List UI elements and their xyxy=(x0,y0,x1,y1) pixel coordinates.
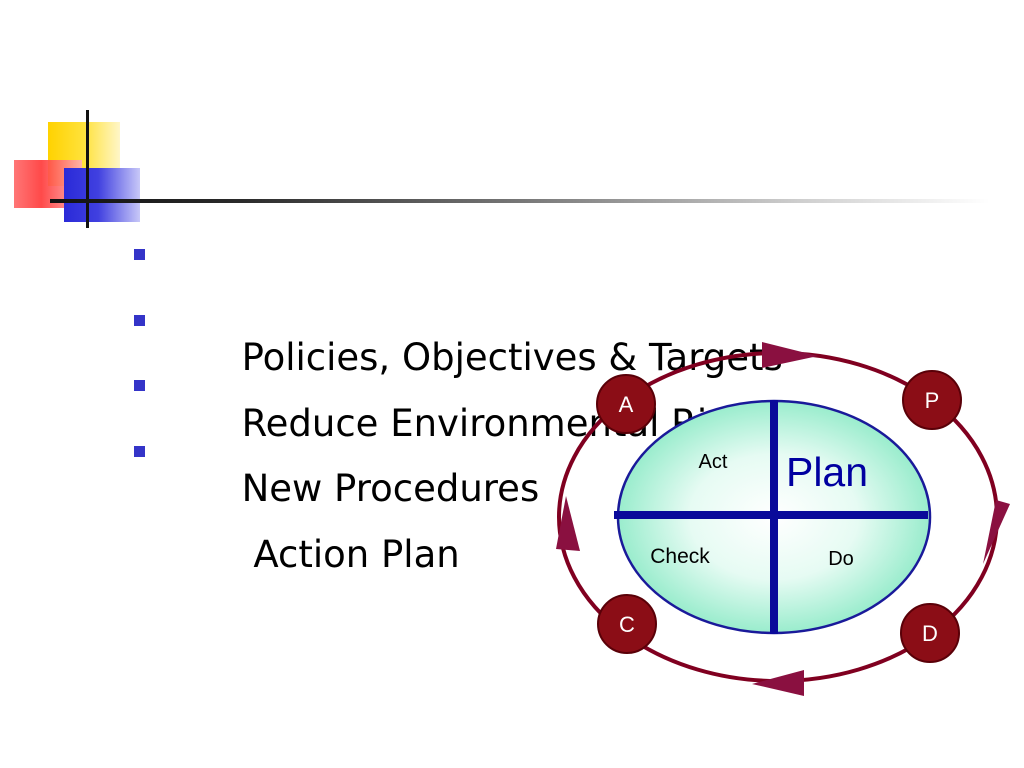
arrow-down-icon xyxy=(983,500,1010,564)
node-d-label: D xyxy=(922,621,938,646)
cross-horizontal-bar xyxy=(614,511,928,519)
node-c-circle xyxy=(597,594,657,654)
node-d-circle xyxy=(900,603,960,663)
bullet-square-icon xyxy=(134,314,145,326)
decor-vertical-line xyxy=(86,110,89,228)
arrow-right-icon xyxy=(762,342,818,368)
node-p-label: P xyxy=(925,388,940,413)
bullet-square-icon xyxy=(134,380,145,391)
bullet-text: Action Plan xyxy=(241,532,460,576)
bullet-square-icon xyxy=(134,445,145,457)
node-p-circle xyxy=(902,370,962,430)
arrow-left-icon xyxy=(752,670,804,696)
decor-blue-square xyxy=(64,168,140,222)
bullet-text: Policies, Objectives & Targets xyxy=(241,336,783,379)
bullet-list: Policies, Objectives & Targets Reduce En… xyxy=(134,228,783,576)
node-a-label: A xyxy=(619,392,634,417)
bullet-text: New Procedures xyxy=(241,467,540,510)
node-c-label: C xyxy=(619,612,635,637)
bullet-item: New Procedures xyxy=(134,359,783,510)
quadrant-act-label: Act xyxy=(699,451,728,473)
node-p: P xyxy=(902,370,962,430)
node-c: C xyxy=(597,594,657,654)
node-d: D xyxy=(900,603,960,663)
quadrant-check-label: Check xyxy=(650,545,710,568)
arrow-up-icon xyxy=(556,496,580,551)
title-divider-line xyxy=(50,199,990,203)
node-a-circle xyxy=(596,374,656,434)
node-a: A xyxy=(596,374,656,434)
bullet-square-icon xyxy=(134,249,145,260)
quadrant-do-label: Do xyxy=(828,548,854,570)
bullet-item: Policies, Objectives & Targets xyxy=(134,228,783,379)
quadrant-plan-label: Plan xyxy=(786,449,868,495)
bullet-item: Action Plan xyxy=(134,425,783,576)
